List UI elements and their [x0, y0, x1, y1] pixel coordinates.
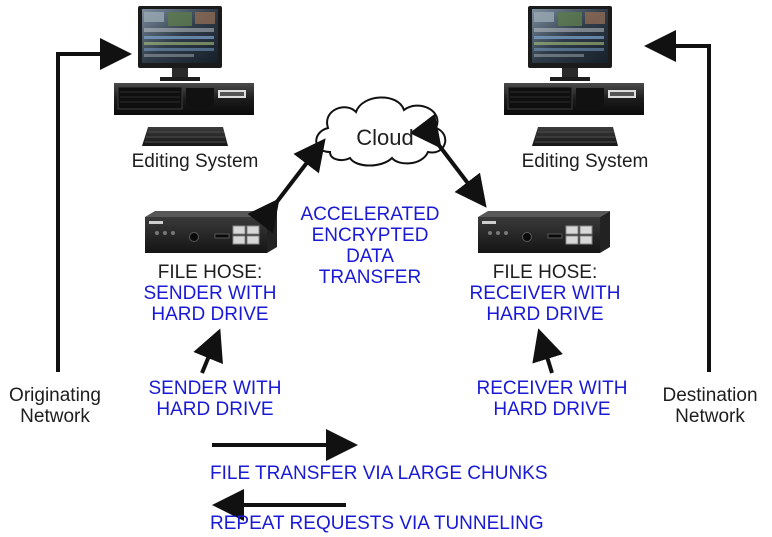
- left-file-hose-device-image: [144, 210, 278, 254]
- right-receiver-up-arrow: [532, 328, 563, 374]
- left-editing-workstation-image: [113, 5, 255, 147]
- originating-network-label: Originating Network: [9, 385, 101, 427]
- right-file-hose-title: FILE HOSE:: [492, 262, 598, 283]
- left-editing-system-label: Editing System: [131, 151, 259, 172]
- repeat-requests-label: REPEAT REQUESTS VIA TUNNELING: [210, 513, 544, 534]
- right-cloud-double-arrow: [409, 113, 487, 208]
- left-file-hose-title: FILE HOSE:: [157, 262, 263, 283]
- left-sender-up-arrow: [193, 328, 223, 374]
- file-transfer-label: FILE TRANSFER VIA LARGE CHUNKS: [210, 463, 548, 484]
- originating-network-arrow: [56, 38, 132, 372]
- right-file-hose-label: FILE HOSE: RECEIVER WITH HARD DRIVE: [455, 262, 635, 325]
- right-file-hose-device-image: [477, 210, 611, 254]
- right-editing-system-label: Editing System: [521, 151, 649, 172]
- receiver-hard-drive-label: RECEIVER WITH HARD DRIVE: [476, 378, 628, 420]
- accelerated-transfer-label: ACCELERATED ENCRYPTED DATA TRANSFER: [300, 204, 440, 288]
- left-file-hose-label: FILE HOSE: SENDER WITH HARD DRIVE: [125, 262, 295, 325]
- destination-network-label: Destination Network: [662, 385, 758, 427]
- sender-hard-drive-label: SENDER WITH HARD DRIVE: [148, 378, 282, 420]
- right-editing-workstation-image: [503, 5, 645, 147]
- cloud-label: Cloud: [356, 125, 414, 150]
- destination-network-arrow: [644, 30, 711, 372]
- left-cloud-double-arrow: [247, 138, 326, 234]
